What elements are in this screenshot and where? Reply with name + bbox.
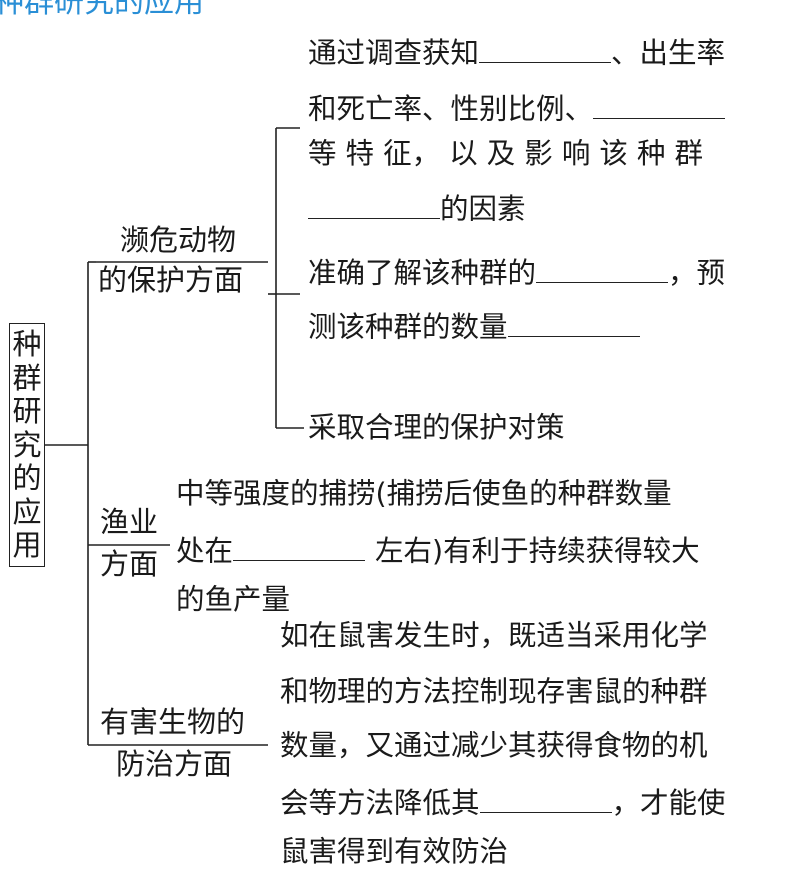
endangered-item1-line4: 的因素	[308, 192, 526, 224]
root-char: 用	[12, 528, 42, 562]
section-heading: 种群研究的应用	[0, 0, 204, 20]
fill-blank[interactable]	[479, 786, 612, 813]
fill-blank[interactable]	[479, 36, 612, 63]
root-char: 应	[12, 494, 42, 529]
pest-line3: 数量，又通过减少其获得食物的机	[280, 729, 708, 762]
root-char: 的	[12, 461, 42, 495]
endangered-item1-line1: 通过调查获知、出生率	[308, 36, 726, 70]
fill-blank[interactable]	[536, 256, 669, 283]
fill-blank[interactable]	[308, 192, 440, 219]
endangered-item2-line2: 测该种群的数量	[308, 310, 640, 342]
pest-line5: 鼠害得到有效防治	[280, 835, 509, 868]
endangered-item3: 采取合理的保护对策	[308, 411, 565, 444]
branch-pest-label-line2: 防治方面	[116, 747, 233, 781]
root-node-box: 种 群 研 究 的 应 用	[9, 323, 45, 567]
pest-line2: 和物理的方法控制现存害鼠的种群	[280, 675, 708, 708]
pest-line1: 如在鼠害发生时，既适当采用化学	[280, 619, 708, 652]
branch-fishery-label-line2: 方面	[100, 547, 159, 581]
branch-endangered-label-line2: 的保护方面	[98, 263, 244, 297]
root-char: 种	[12, 327, 42, 361]
endangered-item1-line3: 等 特 征， 以 及 影 响 该 种 群	[308, 137, 704, 170]
fill-blank[interactable]	[593, 92, 726, 119]
endangered-item2-line1: 准确了解该种群的，预	[308, 256, 726, 290]
branch-endangered-label-line1: 濒危动物	[120, 223, 237, 257]
root-char: 究	[12, 427, 42, 462]
root-char: 研	[12, 394, 42, 428]
branch-fishery-label-line1: 渔业	[100, 505, 159, 539]
fishery-line1: 中等强度的捕捞(捕捞后使鱼的种群数量	[176, 477, 672, 510]
fill-blank[interactable]	[233, 534, 366, 561]
fishery-line3: 的鱼产量	[176, 583, 291, 616]
fishery-line2: 处在左右)有利于持续获得较大	[176, 534, 700, 568]
branch-pest-label-line1: 有害生物的	[100, 705, 246, 739]
pest-line4: 会等方法降低其，才能使	[280, 786, 726, 820]
root-char: 群	[12, 360, 42, 395]
endangered-item1-line2: 和死亡率、性别比例、	[308, 92, 726, 124]
fill-blank[interactable]	[507, 310, 640, 337]
